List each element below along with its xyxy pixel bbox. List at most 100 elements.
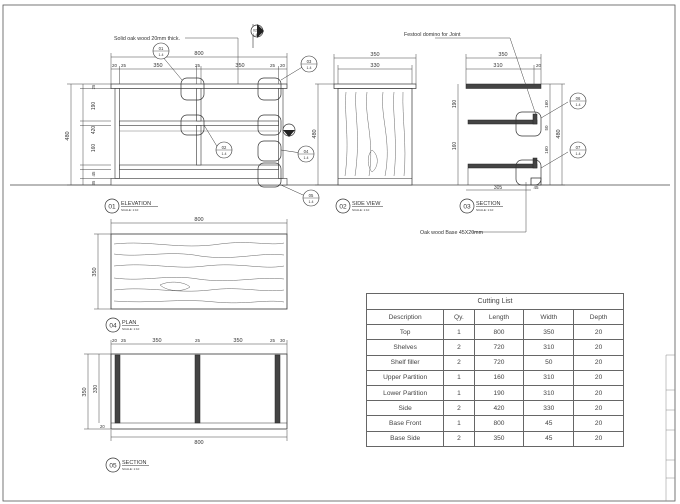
- dim-section05-partition: 25: [195, 338, 201, 343]
- dim-section05-bay-a: 350: [152, 338, 161, 344]
- detail-callouts: 01 1.4 02 1.4 03 1.4 04 1.4: [152, 42, 587, 207]
- view-scale-section-a: SCALE: 1:10: [476, 208, 494, 212]
- section-marker-number: 02: [253, 29, 257, 33]
- view-number-section-a: 03: [463, 204, 471, 211]
- dim-section05-edge-left: 20: [112, 338, 118, 343]
- side-wood-grain: [344, 91, 406, 177]
- cell-length: 350: [473, 430, 525, 447]
- cell-length: 720: [473, 339, 525, 356]
- cell-description: Top: [365, 324, 445, 341]
- svg-text:1.4: 1.4: [309, 200, 314, 204]
- svg-text:05: 05: [309, 193, 314, 198]
- col-quantity: Qy.: [443, 308, 475, 326]
- section05-left-side: [114, 354, 121, 424]
- view-title-elevation: ELEVATION: [121, 201, 151, 207]
- cell-description: Shelves: [365, 339, 445, 356]
- dim-elevation-bay-b: 350: [235, 63, 244, 69]
- svg-text:1.4: 1.4: [576, 103, 581, 107]
- plan-top-board: [110, 233, 288, 310]
- dim-elevation-35: 35: [91, 180, 96, 185]
- cell-description: Base Side: [365, 430, 445, 447]
- dim-elevation-45: 45: [91, 171, 96, 177]
- cell-description: Shelf filler: [365, 354, 445, 371]
- detail-callout-04: 04 1.4: [280, 145, 315, 163]
- svg-text:1.4: 1.4: [304, 156, 309, 160]
- dim-section-edge: 20: [536, 63, 542, 68]
- dim-section-45: 45: [533, 185, 539, 190]
- section-view-05: 350 350 20 25 25 25 30 350 330 20 800 05…: [82, 338, 288, 473]
- dim-side-inner: 330: [370, 63, 379, 69]
- cell-depth: 20: [573, 430, 624, 447]
- elevation-base: [110, 178, 288, 186]
- dim-section-160-lower: 160: [544, 146, 549, 154]
- cell-description: Upper Partition: [365, 369, 445, 386]
- dim-elevation-side-left: 25: [121, 63, 127, 68]
- section05-right-side: [274, 354, 281, 424]
- col-length: Length: [473, 308, 525, 326]
- view-title-section-b: SECTION: [122, 460, 146, 466]
- side-panel: [337, 88, 413, 186]
- detail-callout-02: 02 1.4: [203, 124, 233, 159]
- dim-section-160-right: 160: [544, 100, 549, 108]
- dim-elevation-width: 800: [194, 51, 203, 57]
- dim-side-width: 350: [370, 52, 379, 58]
- note-solid-oak: Solid oak wood 20mm thick.: [114, 36, 180, 42]
- dim-elevation-420: 420: [91, 126, 97, 135]
- cell-depth: 20: [573, 339, 624, 356]
- dim-section-305: 305: [494, 185, 503, 191]
- section-marker-sheet: 1.4: [253, 33, 258, 37]
- view-title-plan: PLAN: [122, 320, 136, 326]
- cutting-list-table: Cutting List Description Qy. Length Widt…: [365, 293, 624, 447]
- dim-section05-side-right: 25: [270, 338, 276, 343]
- side-top: [333, 83, 417, 89]
- cell-width: 45: [523, 415, 575, 432]
- cell-width: 310: [523, 384, 575, 402]
- dim-section05-bottom: 20: [100, 424, 105, 429]
- view-title-section-a: SECTION: [476, 201, 500, 207]
- dim-section-160: 160: [452, 142, 458, 151]
- svg-text:1.4: 1.4: [576, 152, 581, 156]
- view-scale-side: SCALE: 1:10: [352, 208, 370, 212]
- view-number-section-b: 05: [109, 463, 117, 470]
- dim-section-height: 480: [556, 129, 562, 138]
- col-depth: Depth: [573, 308, 624, 326]
- view-number-side: 02: [339, 204, 347, 211]
- detail-callout-03: 03 1.4: [280, 55, 318, 81]
- cell-width: 45: [523, 430, 575, 447]
- svg-text:1.4: 1.4: [307, 66, 312, 70]
- dim-elevation-160: 160: [91, 144, 97, 153]
- dim-section05-width: 800: [194, 440, 203, 446]
- svg-text:07: 07: [576, 145, 581, 150]
- cell-depth: 20: [573, 400, 624, 417]
- elevation-upper-partition: [196, 88, 202, 122]
- view-number-elevation: 01: [108, 204, 116, 211]
- cell-width: 50: [523, 354, 575, 371]
- dim-elevation-partition: 25: [195, 63, 201, 68]
- cell-quantity: 2: [443, 400, 475, 417]
- cell-depth: 20: [573, 384, 624, 402]
- elevation-view: 800 350 350 20 25 25 25 20 480 420 190 1…: [65, 24, 296, 214]
- dim-elevation-edge-left: 20: [112, 63, 118, 68]
- svg-text:03: 03: [307, 59, 312, 64]
- cell-quantity: 2: [443, 430, 475, 447]
- svg-text:01: 01: [159, 46, 164, 51]
- elevation-left-side: [114, 88, 120, 179]
- section-top: [465, 83, 542, 89]
- note-festool: Festool domino for Joint: [404, 32, 461, 38]
- cell-width: 330: [523, 400, 575, 417]
- note-oak-base: Oak wood Base 45X20mm: [420, 230, 484, 236]
- elevation-top-board: [110, 83, 288, 89]
- dim-section05-inner: 330: [93, 385, 99, 394]
- section-shelf-upper: [467, 119, 538, 125]
- dim-section05-edge-right: 30: [280, 338, 286, 343]
- cell-depth: 20: [573, 415, 624, 432]
- section05-partition: [194, 354, 201, 424]
- cell-length: 720: [473, 354, 525, 371]
